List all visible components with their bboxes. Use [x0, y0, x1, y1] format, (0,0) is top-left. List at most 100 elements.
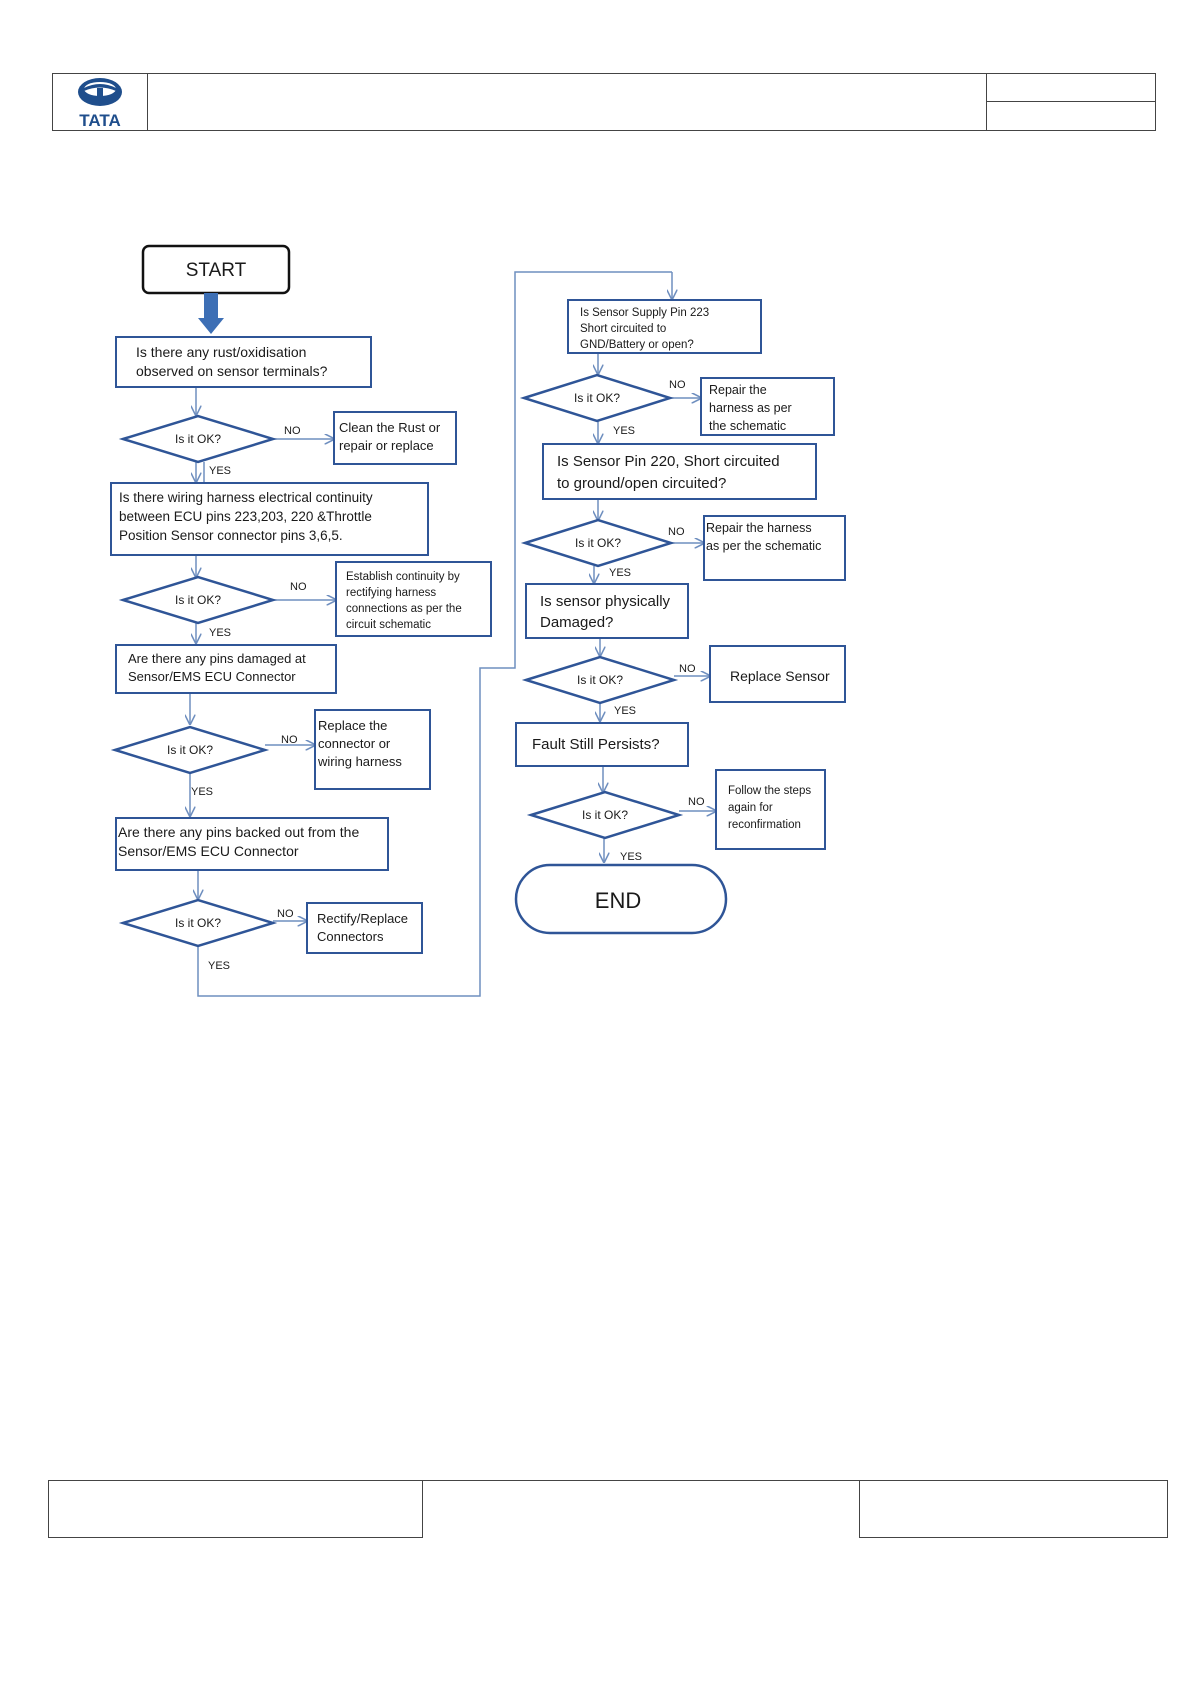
d8-decision-label: Is it OK? [582, 808, 628, 822]
a8-line: again for [728, 802, 773, 814]
d5-decision [519, 373, 675, 423]
tata-logo: TATA [78, 78, 122, 130]
a3-box [314, 709, 431, 790]
d3-decision [110, 725, 270, 775]
q1-line: Is there any rust/oxidisation [136, 344, 306, 360]
d7-decision [521, 655, 679, 705]
q5-line: GND/Battery or open? [580, 339, 694, 351]
no-label-4: NO [277, 908, 294, 920]
q5-box [567, 299, 762, 354]
q5-line: Short circuited to [580, 323, 666, 335]
q5-line: Is Sensor Supply Pin 223 [580, 307, 709, 319]
q7-line: Damaged? [540, 614, 613, 631]
a5-line: the schematic [709, 419, 786, 433]
footer-left-cell [48, 1480, 423, 1538]
d1-decision-label: Is it OK? [175, 432, 221, 446]
d1-decision [118, 414, 278, 464]
yes-label-6: YES [609, 567, 631, 579]
header-right-cell [986, 74, 1155, 130]
logo-text: TATA [79, 111, 121, 130]
d6-decision [520, 518, 676, 568]
footer-right-cell [859, 1480, 1168, 1538]
logo-cell: TATA [53, 74, 148, 130]
q2-line: Is there wiring harness electrical conti… [119, 490, 373, 505]
a6-line: as per the schematic [706, 539, 821, 553]
a5-box [700, 377, 835, 436]
a5-line: harness as per [709, 401, 792, 415]
a4-box [306, 902, 423, 954]
d7-decision-label: Is it OK? [577, 673, 623, 687]
q3-line: Are there any pins damaged at [128, 651, 306, 666]
q2-box [110, 482, 429, 556]
no-label-3: NO [281, 734, 298, 746]
footer-middle-cell [422, 1480, 859, 1538]
d8-decision [526, 790, 684, 840]
no-label-2: NO [290, 581, 307, 593]
no-label-6: NO [668, 526, 685, 538]
d2-decision-label: Is it OK? [175, 593, 221, 607]
q6-line: Is Sensor Pin 220, Short circuited [557, 453, 780, 470]
yes-label-2: YES [209, 627, 231, 639]
a1-box [333, 411, 457, 465]
no-label-7: NO [679, 663, 696, 675]
q4-line: Are there any pins backed out from the [118, 824, 359, 840]
page-header: TATA [52, 73, 1156, 131]
q8-line: Fault Still Persists? [532, 736, 660, 753]
a4-line: Rectify/Replace [317, 911, 408, 926]
header-title-cell [147, 74, 987, 130]
connectors [190, 271, 716, 997]
start-arrow-head [198, 318, 224, 334]
d5-decision-label: Is it OK? [574, 391, 620, 405]
yes-label-8: YES [620, 851, 642, 863]
yes-label-4: YES [208, 960, 230, 972]
d4-decision [118, 898, 278, 948]
a7-box [709, 645, 846, 703]
q3-box [115, 644, 337, 694]
q3-line: Sensor/EMS ECU Connector [128, 669, 296, 684]
d6-decision-label: Is it OK? [575, 536, 621, 550]
d4-decision-label: Is it OK? [175, 916, 221, 930]
a6-line: Repair the harness [706, 521, 812, 535]
q4-line: Sensor/EMS ECU Connector [118, 843, 299, 859]
a3-line: wiring harness [317, 754, 402, 769]
a3-line: connector or [318, 736, 391, 751]
d3-decision-label: Is it OK? [167, 743, 213, 757]
end-terminal [514, 863, 728, 935]
q6-box [542, 443, 817, 500]
a2-line: Establish continuity by [346, 571, 460, 583]
a4-line: Connectors [317, 929, 384, 944]
a2-box [335, 561, 492, 637]
q4-box [115, 817, 389, 871]
yes-label-3: YES [191, 786, 213, 798]
q2-line: Position Sensor connector pins 3,6,5. [119, 528, 343, 543]
yes-label-1: YES [209, 465, 231, 477]
a2-line: rectifying harness [346, 587, 436, 599]
a6-box [703, 515, 846, 581]
q8-box [515, 722, 689, 767]
q1-line: observed on sensor terminals? [136, 363, 328, 379]
a1-line: Clean the Rust or [339, 420, 441, 435]
yes-label-7: YES [614, 705, 636, 717]
a2-line: connections as per the [346, 603, 462, 615]
a8-box [715, 769, 826, 850]
a2-line: circuit schematic [346, 619, 431, 631]
yes-label-5: YES [613, 425, 635, 437]
end-label: END [595, 888, 641, 913]
a7-line: Replace Sensor [730, 668, 830, 684]
no-label-8: NO [688, 796, 705, 808]
q2-line: between ECU pins 223,203, 220 &Throttle [119, 509, 372, 524]
a1-line: repair or replace [339, 438, 434, 453]
q1-box [115, 336, 372, 388]
start-label: START [186, 260, 247, 281]
q6-line: to ground/open circuited? [557, 475, 726, 492]
d2-decision [118, 575, 278, 625]
a8-line: reconfirmation [728, 819, 801, 831]
no-label-5: NO [669, 379, 686, 391]
connector-to-right [197, 271, 672, 997]
a5-line: Repair the [709, 383, 767, 397]
a8-line: Follow the steps [728, 785, 811, 797]
start-arrow-shaft [204, 293, 218, 319]
q7-box [525, 583, 689, 639]
